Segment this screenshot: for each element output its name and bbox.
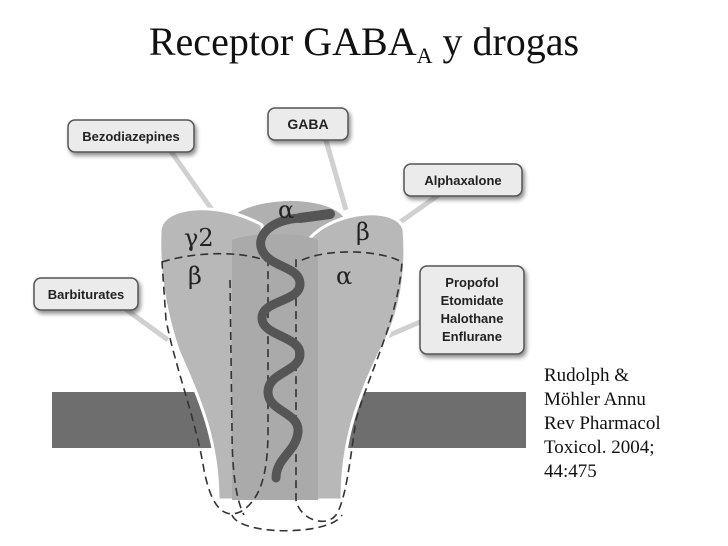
anesthetics-callout: Propofol Etomidate Halothane Enflurane: [419, 265, 525, 355]
barbiturates-callout: Barbiturates: [33, 277, 139, 311]
citation-line: Rev Pharmacol: [544, 413, 661, 434]
subunit-label-right-top: β: [356, 218, 370, 246]
citation-line: Möhler Annu: [544, 389, 646, 410]
title-main: Receptor GABA: [148, 19, 417, 64]
alphaxalone-label: Alphaxalone: [424, 173, 501, 188]
gaba-pointer: [322, 136, 349, 211]
citation-line: Rudolph &: [544, 365, 629, 386]
subunit-label-left-bottom: β: [188, 262, 202, 290]
dashed-outline-right: [295, 251, 403, 523]
barbiturates-pointer: [118, 302, 170, 343]
benzodiazepines-label: Bezodiazepines: [82, 129, 180, 144]
subunit-label-left-top: γ2: [184, 224, 214, 252]
citation-line: Toxicol. 2004;: [544, 437, 655, 458]
slide-title: Receptor GABAA y drogas: [0, 22, 728, 67]
title-subscript: A: [416, 43, 433, 68]
subunit-center: [232, 234, 318, 500]
dashed-outline-bottom: [231, 514, 343, 532]
anesthetic-label: Propofol: [445, 275, 498, 290]
transmembrane-helix: [256, 209, 335, 483]
barbiturates-label: Barbiturates: [48, 287, 125, 302]
anesthetic-label: Halothane: [441, 311, 504, 326]
anesthetic-label: Etomidate: [441, 293, 504, 308]
gaba-label: GABA: [287, 116, 328, 132]
dashed-outline-left: [161, 252, 269, 515]
citation-line: 44:475: [544, 461, 597, 482]
subunit-label-right-bottom: α: [336, 262, 352, 290]
subunit-right: [298, 212, 407, 502]
alphaxalone-callout: Alphaxalone: [403, 163, 523, 197]
title-tail: y drogas: [432, 19, 580, 64]
subunit-label-top: α: [278, 196, 294, 224]
benzodiazepines-callout: Bezodiazepines: [67, 119, 195, 153]
citation: Rudolph & Möhler Annu Rev Pharmacol Toxi…: [544, 364, 724, 484]
dashed-outline-inner: [229, 279, 245, 516]
gaba-callout: GABA: [267, 107, 349, 141]
anesthetic-label: Enflurane: [442, 329, 502, 344]
